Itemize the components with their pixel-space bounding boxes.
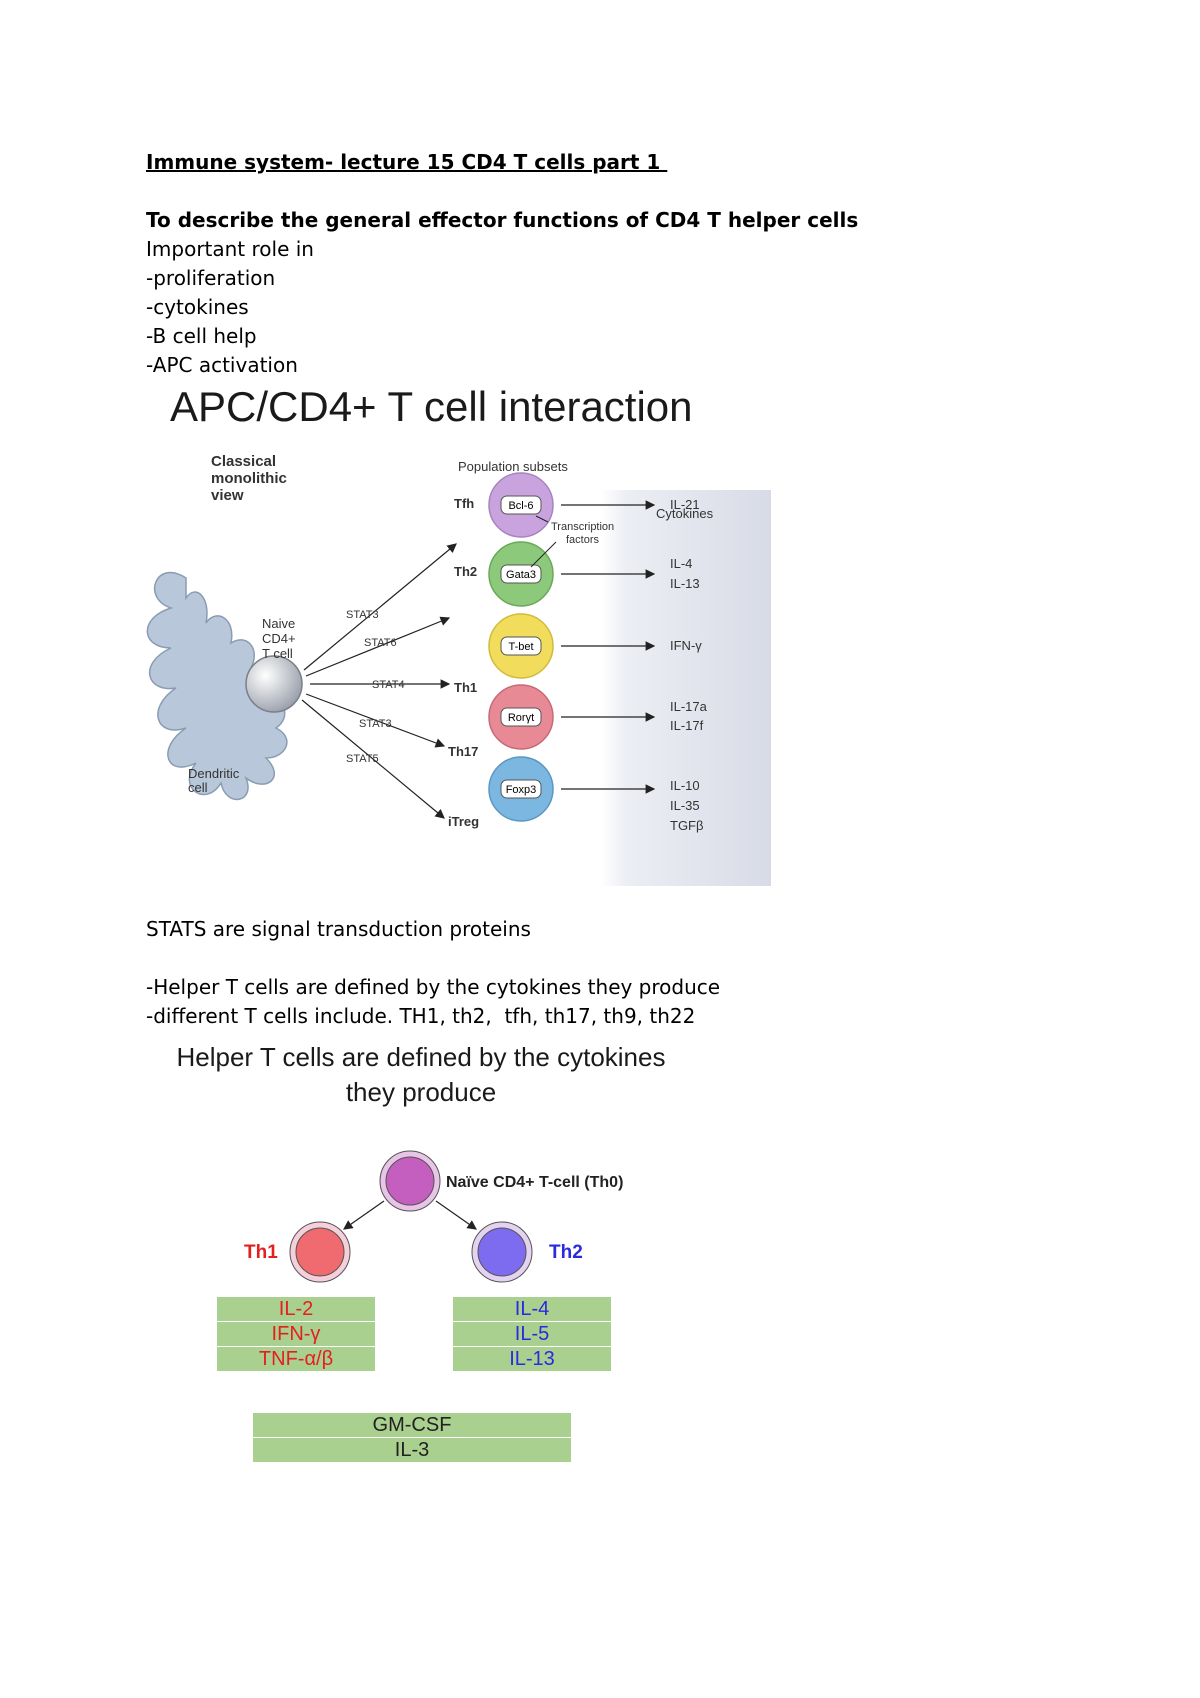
subset-cell-tfh: Bcl-6 bbox=[488, 472, 554, 538]
subset-name: Tfh bbox=[454, 496, 474, 511]
transcription-factor-pointer bbox=[530, 541, 557, 568]
th2-arrow bbox=[435, 1200, 477, 1230]
th1-arrow bbox=[343, 1200, 385, 1230]
th2-cell-inner bbox=[477, 1227, 527, 1277]
naive-t-cell bbox=[245, 655, 303, 713]
cytokines-header: Cytokines bbox=[656, 506, 714, 521]
figure1-diagram: Classical monolithic view Naive CD4+ T c… bbox=[146, 453, 771, 886]
subset-cell-th1: T-bet bbox=[488, 613, 554, 679]
cytokine-label: IL-17f bbox=[670, 718, 704, 733]
cytokine-label: IL-17a bbox=[670, 699, 708, 714]
th1-cytokine: TNF-α/β bbox=[216, 1346, 376, 1372]
figure2-title-line2: they produce bbox=[345, 1077, 497, 1107]
th2-cytokine: IL-13 bbox=[452, 1346, 612, 1372]
cytokine-column-background bbox=[601, 490, 771, 886]
stat-label: STAT3 bbox=[346, 609, 379, 621]
cytokine-label: IFN-γ bbox=[670, 638, 702, 653]
stat5-itreg-arrow bbox=[301, 699, 445, 819]
th1-label: Th1 bbox=[244, 1242, 278, 1263]
document-title: Immune system- lecture 15 CD4 T cells pa… bbox=[146, 150, 668, 174]
shared-cytokine: GM-CSF bbox=[252, 1412, 572, 1438]
stat-label: STAT3 bbox=[359, 718, 392, 730]
learning-objective: To describe the general effector functio… bbox=[146, 208, 859, 232]
role-item: -cytokines bbox=[146, 295, 249, 319]
figure1-title: APC/CD4+ T cell interaction bbox=[170, 383, 693, 430]
figure2-title-line1: Helper T cells are defined by the cytoki… bbox=[176, 1042, 666, 1072]
naive-cd4-label: Naïve CD4+ T-cell (Th0) bbox=[446, 1174, 623, 1191]
shared-cytokine-table: GM-CSF IL-3 bbox=[252, 1412, 572, 1463]
stat-label: STAT5 bbox=[346, 753, 379, 765]
transcription-factor-pointer bbox=[535, 515, 549, 523]
cytokine-label: IL-35 bbox=[670, 798, 700, 813]
classical-view-label: Classical monolithic view bbox=[211, 453, 291, 504]
stat-label: STAT6 bbox=[364, 637, 397, 649]
subset-cell-th17: Rorγt bbox=[488, 684, 554, 750]
th2-cytokine: IL-5 bbox=[452, 1321, 612, 1347]
dendritic-cell-illustration bbox=[146, 571, 288, 800]
naive-cd4-cell-inner bbox=[385, 1156, 435, 1206]
role-item: -B cell help bbox=[146, 324, 257, 348]
stat6-th2-arrow bbox=[305, 616, 451, 677]
role-item: -APC activation bbox=[146, 353, 298, 377]
svg-text:Rorγt: Rorγt bbox=[508, 712, 534, 724]
svg-text:Gata3: Gata3 bbox=[506, 569, 536, 581]
th1-cytokine: IL-2 bbox=[216, 1296, 376, 1322]
notes-top: Immune system- lecture 15 CD4 T cells pa… bbox=[146, 148, 858, 380]
th1-cell-inner bbox=[295, 1227, 345, 1277]
helper-line: -different T cells include. TH1, th2, tf… bbox=[146, 1004, 696, 1028]
subset-name: Th1 bbox=[454, 680, 477, 695]
th2-cytokine: IL-4 bbox=[452, 1296, 612, 1322]
shared-cytokine: IL-3 bbox=[252, 1437, 572, 1463]
transcription-factors-label: Transcription factors bbox=[551, 521, 617, 546]
svg-text:Foxp3: Foxp3 bbox=[506, 784, 537, 796]
svg-text:T-bet: T-bet bbox=[508, 641, 533, 653]
subset-cell-th2: Gata3 bbox=[488, 541, 554, 607]
cytokine-label: IL-10 bbox=[670, 778, 700, 793]
role-heading: Important role in bbox=[146, 237, 314, 261]
subset-name: Th17 bbox=[448, 744, 478, 759]
population-subsets-label: Population subsets bbox=[458, 459, 568, 474]
notes-middle: STATS are signal transduction proteins -… bbox=[146, 915, 720, 1031]
subset-name: iTreg bbox=[448, 814, 479, 829]
helper-line: -Helper T cells are defined by the cytok… bbox=[146, 975, 721, 999]
stat3-tfh-arrow bbox=[303, 543, 457, 671]
subset-name: Th2 bbox=[454, 564, 477, 579]
cytokine-label: IL-13 bbox=[670, 576, 700, 591]
stats-note: STATS are signal transduction proteins bbox=[146, 917, 531, 941]
th1-cytokine-table: IL-2 IFN-γ TNF-α/β bbox=[216, 1296, 376, 1372]
th1-cytokine: IFN-γ bbox=[216, 1321, 376, 1347]
cytokine-label: IL-21 bbox=[670, 497, 700, 512]
dendritic-cell-label: Dendritic cell bbox=[188, 766, 243, 795]
figure2-title: Helper T cells are defined by the cytoki… bbox=[146, 1040, 696, 1110]
th2-cytokine-table: IL-4 IL-5 IL-13 bbox=[452, 1296, 612, 1372]
stat3-th17-arrow bbox=[305, 693, 446, 748]
subset-cell-itreg: Foxp3 bbox=[488, 756, 554, 822]
naive-cell-label: Naive CD4+ T cell bbox=[262, 616, 299, 661]
svg-text:Bcl-6: Bcl-6 bbox=[508, 500, 533, 512]
th2-label: Th2 bbox=[549, 1242, 583, 1263]
stat-label: STAT4 bbox=[372, 679, 405, 691]
cytokine-label: IL-4 bbox=[670, 556, 692, 571]
cytokine-label: TGFβ bbox=[670, 818, 703, 833]
role-item: -proliferation bbox=[146, 266, 276, 290]
figure2-diagram: Naïve CD4+ T-cell (Th0) Th1 Th2 bbox=[244, 1150, 623, 1283]
